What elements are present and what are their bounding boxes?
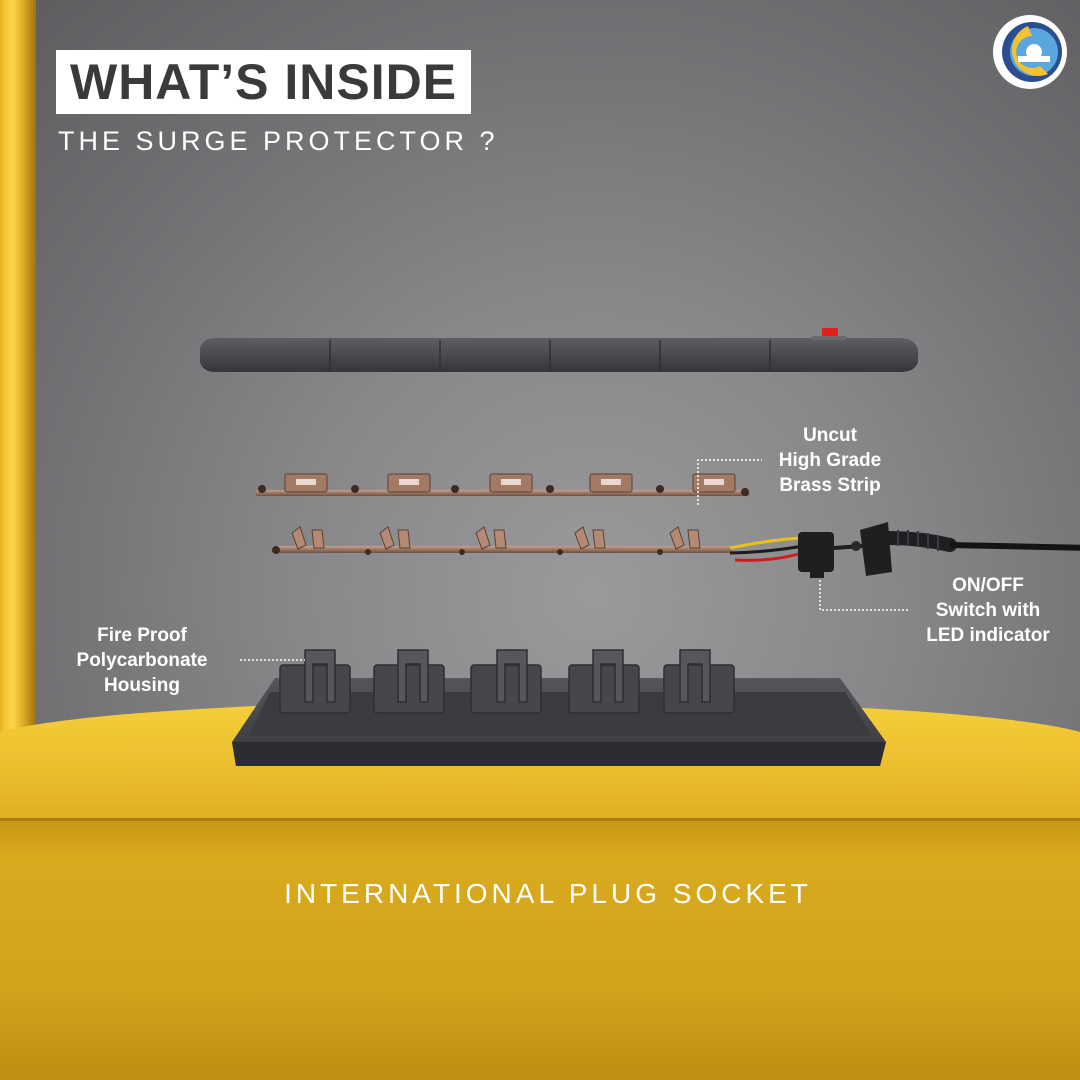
page-subtitle: THE SURGE PROTECTOR ? <box>58 126 499 156</box>
brass-strip-label-line-3: Brass Strip <box>779 475 881 496</box>
page-title: WHAT’S INSIDE <box>70 54 458 110</box>
brass-strip-label: Uncut High Grade Brass Strip <box>760 423 900 498</box>
switch-label-line-2: Switch with <box>935 600 1041 621</box>
power-cord <box>949 542 1080 551</box>
switch-label: ON/OFF Switch with LED indicator <box>906 573 1070 648</box>
footer-caption: INTERNATIONAL PLUG SOCKET <box>284 878 812 909</box>
brass-strip-leader <box>697 459 762 505</box>
housing-label-line-1: Fire Proof <box>97 625 187 646</box>
brand-logo-icon <box>993 15 1067 89</box>
housing-label-line-3: Housing <box>104 675 180 696</box>
switch-label-line-3: LED indicator <box>926 625 1050 646</box>
base-housing <box>232 649 886 766</box>
switch-and-cable <box>729 522 1080 578</box>
podium-front <box>0 818 1080 1080</box>
lower-brass-strip <box>272 526 732 555</box>
upper-brass-strip <box>255 473 750 496</box>
top-cover <box>200 328 918 372</box>
yellow-pillar <box>0 0 36 745</box>
cable-grommet <box>860 522 892 576</box>
housing-label: Fire Proof Polycarbonate Housing <box>52 623 232 698</box>
title-box: WHAT’S INSIDE <box>56 50 472 114</box>
led-switch-module <box>798 532 834 572</box>
housing-label-line-2: Polycarbonate <box>76 650 208 671</box>
brass-strip-label-line-1: Uncut <box>803 425 857 446</box>
switch-label-line-1: ON/OFF <box>952 575 1024 596</box>
callout-leader-lines <box>240 459 910 661</box>
brass-strip-label-line-2: High Grade <box>778 450 882 471</box>
switch-leader <box>819 580 910 611</box>
